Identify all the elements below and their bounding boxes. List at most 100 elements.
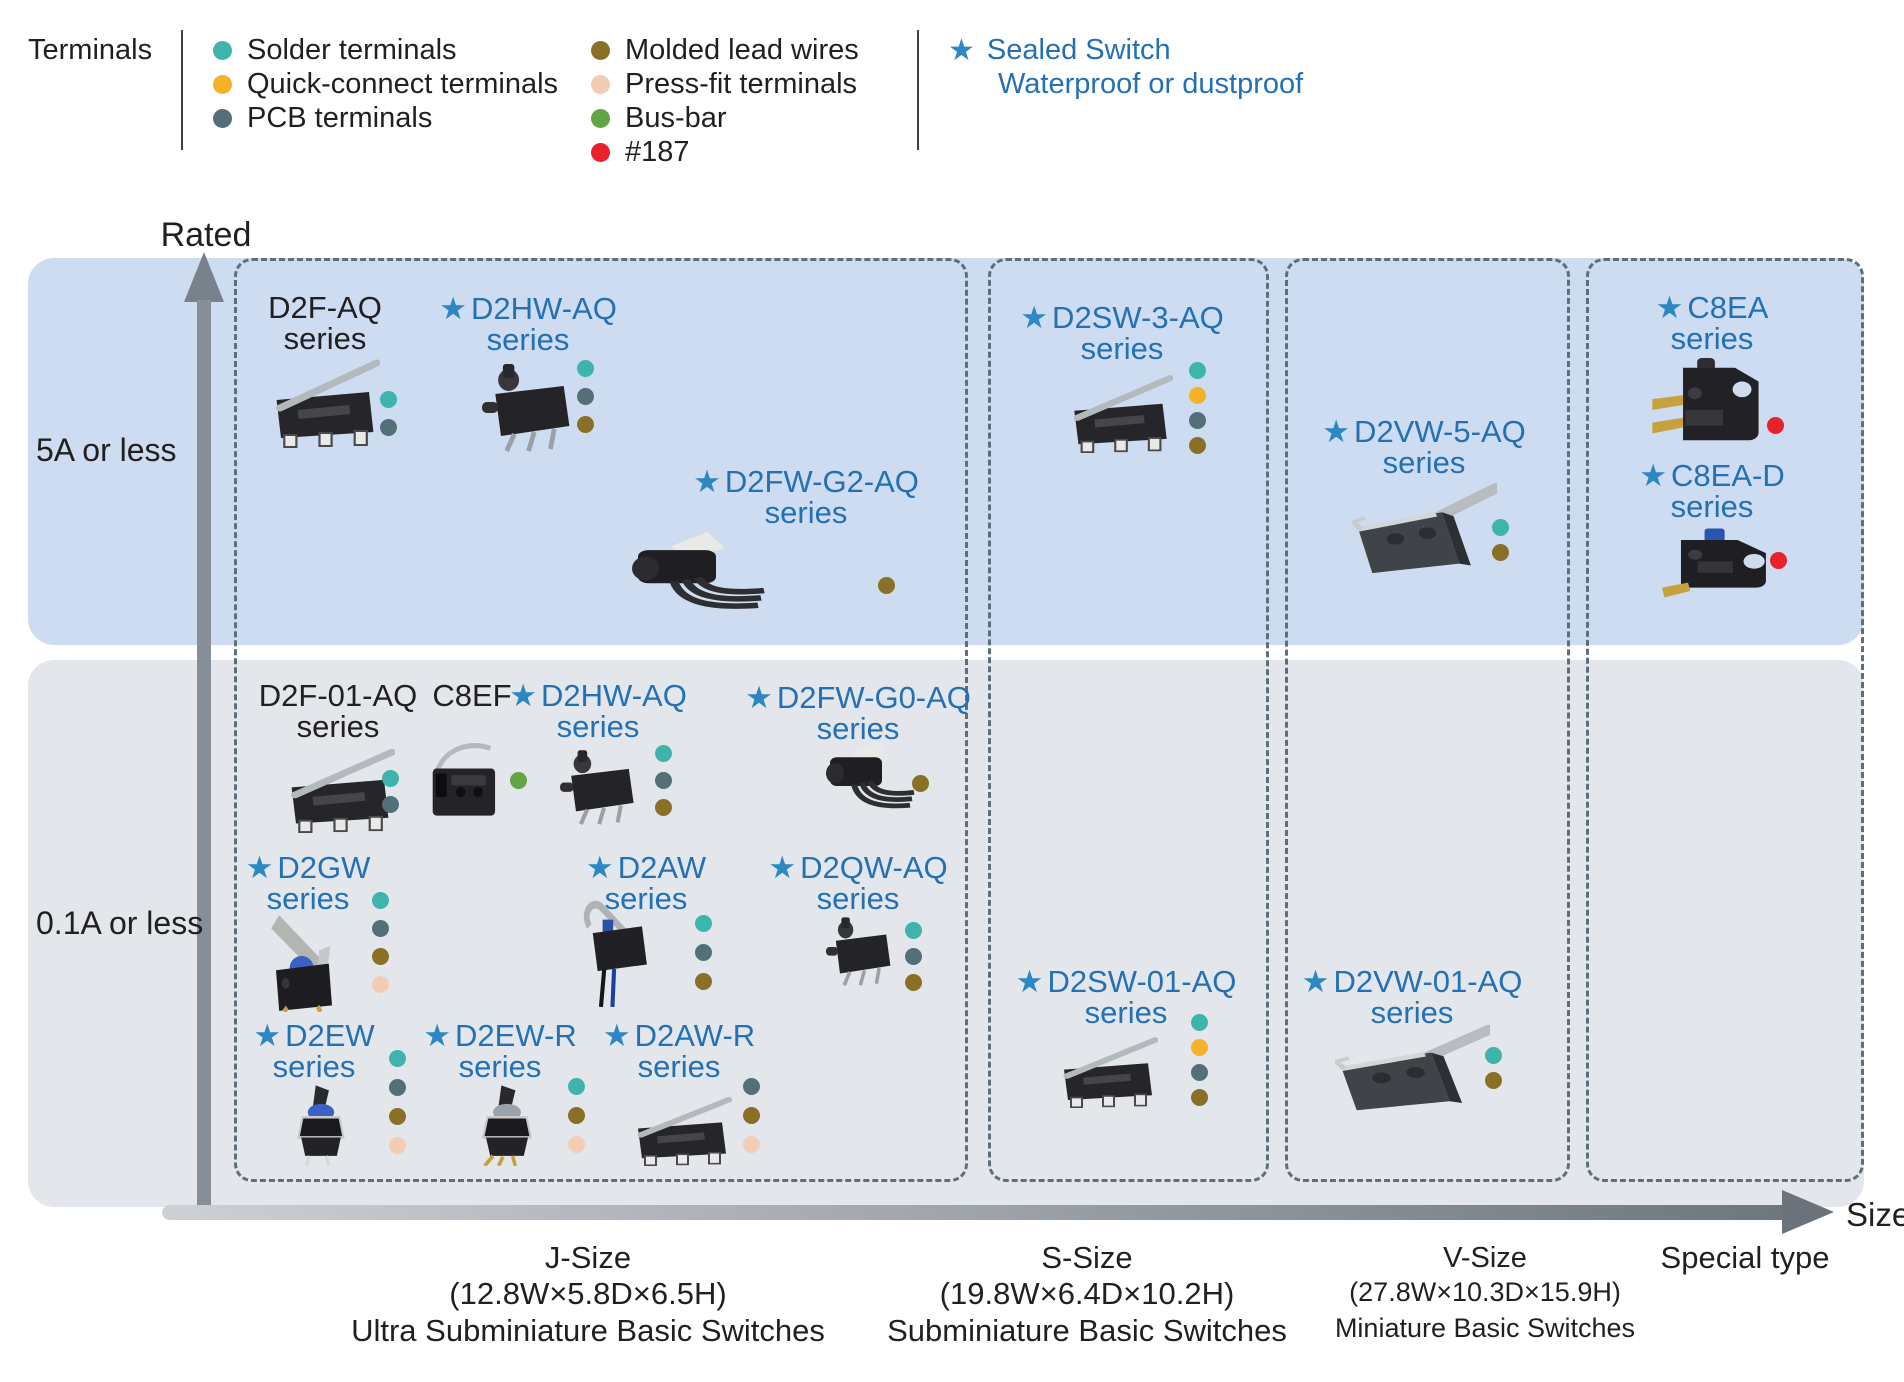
legend-title: Terminals (28, 34, 153, 66)
product-label-d2aw-r: ★D2AW-R (603, 1018, 756, 1053)
footer-s-name: S-Size (1041, 1240, 1133, 1275)
terminal-dot-pcb (576, 387, 594, 405)
terminal-dot-molded (877, 576, 895, 594)
terminal-dot-molded (1491, 543, 1509, 561)
legend-item-press-fit: Press-fit terminals (591, 67, 859, 101)
product-name: D2SW-3-AQ (1052, 300, 1224, 335)
terminal-dot-solder (1484, 1046, 1502, 1064)
terminal-dot-solder (1188, 361, 1206, 379)
product-series-d2vw-5-aq: series (1382, 445, 1466, 480)
product-name: D2EW-R (455, 1018, 577, 1053)
product-series-d2sw-01-aq: series (1084, 995, 1168, 1030)
terminal-dot-molded (371, 947, 389, 965)
product-label-c8ea-d: ★C8EA-D (1639, 458, 1785, 493)
product-series-d2f-aq: series (283, 321, 367, 356)
footer-v-dims: (27.8W×10.3D×15.9H) (1349, 1277, 1621, 1307)
legend-sealed-switch: ★ Sealed Switch Waterproof or dustproof (948, 33, 1303, 101)
product-name: D2F-AQ (268, 290, 382, 325)
terminal-dot-pressfit (567, 1135, 585, 1153)
product-name: D2F-01-AQ (258, 678, 418, 713)
product-label-d2hw-aq: ★D2HW-AQ (439, 291, 617, 326)
product-name: C8EF (432, 678, 512, 713)
product-label-d2fw-g0-aq: ★D2FW-G0-AQ (745, 680, 971, 715)
sealed-star-icon: ★ (253, 1018, 282, 1053)
terminal-dot-quick (1190, 1038, 1208, 1056)
legend-item-label: Quick-connect terminals (247, 67, 559, 100)
waterproof-label: Waterproof or dustproof (998, 67, 1304, 100)
switch-image-d2fw-g0-aq (818, 738, 918, 823)
product-name: D2VW-5-AQ (1354, 414, 1526, 449)
terminal-dot-pcb (694, 943, 712, 961)
terminal-dot-molded (694, 972, 712, 990)
terminal-dot-solder (567, 1077, 585, 1095)
product-name: D2AW-R (634, 1018, 756, 1053)
molded-lead-wires-dot-icon (591, 40, 610, 60)
product-name: D2EW (285, 1018, 375, 1053)
legend-item-label: #187 (625, 135, 690, 168)
band-5a (28, 258, 1864, 645)
terminal-dot-pcb (742, 1077, 760, 1095)
press-fit-terminal-dot-icon (591, 74, 610, 94)
sealed-star-icon: ★ (1020, 300, 1049, 335)
product-name: C8EA-D (1671, 458, 1785, 493)
terminal-dot-solder (371, 891, 389, 909)
product-series-d2gw: series (266, 881, 350, 916)
terminal-dot-molded (742, 1106, 760, 1124)
sealed-star-icon: ★ (509, 678, 537, 713)
footer-v-desc: Miniature Basic Switches (1334, 1313, 1636, 1343)
terminal-dot-molded (1188, 436, 1206, 454)
legend-item-solder: Solder terminals (213, 33, 558, 67)
switch-image-d2fw-g2-aq (620, 528, 770, 625)
product-name: D2HW-AQ (470, 291, 617, 326)
column-box-s-size (988, 258, 1269, 1182)
sealed-star-icon: ★ (585, 850, 614, 885)
legend-item-label: PCB terminals (247, 101, 433, 134)
sealed-star-icon: ★ (439, 291, 467, 326)
product-name: D2FW-G2-AQ (724, 464, 919, 499)
terminal-dot-solder (654, 744, 672, 762)
product-name: D2GW (277, 850, 371, 885)
sealed-star-icon: ★ (1322, 414, 1351, 449)
quick-connect-terminal-dot-icon (213, 74, 232, 94)
terminal-dot-molded (388, 1107, 406, 1125)
terminal-dot-molded (1484, 1071, 1502, 1089)
terminal-dot-solder (379, 390, 397, 408)
switch-image-c8ea-d (1655, 522, 1773, 609)
terminal-dot-solder (694, 914, 712, 932)
legend-group-1: Solder terminals Quick-connect terminals… (213, 33, 558, 135)
product-label-d2ew: ★D2EW (253, 1018, 375, 1053)
terminal-dot-solder (904, 921, 922, 939)
terminal-dot-p187 (1769, 551, 1787, 569)
product-name: D2QW-AQ (800, 850, 948, 885)
product-label-d2vw-5-aq: ★D2VW-5-AQ (1322, 414, 1526, 449)
legend-item-quick-connect: Quick-connect terminals (213, 67, 558, 101)
product-name: C8EA (1687, 290, 1769, 325)
product-series-d2sw-3-aq: series (1080, 331, 1164, 366)
product-label-d2hw-aq: ★D2HW-AQ (509, 678, 687, 713)
terminal-dot-pcb (371, 919, 389, 937)
product-series-d2f-01-aq: series (296, 709, 380, 744)
terminal-dot-pcb (379, 418, 397, 436)
product-name: D2FW-G0-AQ (776, 680, 971, 715)
switch-image-c8ea (1650, 356, 1768, 459)
sealed-star-icon: ★ (1015, 964, 1044, 999)
sealed-star-icon: ★ (745, 680, 773, 715)
legend-divider (917, 30, 919, 150)
product-name: D2HW-AQ (540, 678, 687, 713)
terminal-dot-quick (1188, 386, 1206, 404)
footer-j-dims: (12.8W×5.8D×6.5H) (449, 1276, 727, 1311)
column-box-special (1586, 258, 1864, 1182)
legend-item-molded-lead-wires: Molded lead wires (591, 33, 859, 67)
product-label-d2sw-3-aq: ★D2SW-3-AQ (1020, 300, 1224, 335)
size-axis-arrow-icon (1782, 1190, 1834, 1234)
product-label-d2sw-01-aq: ★D2SW-01-AQ (1015, 964, 1237, 999)
sealed-switch-label: Sealed Switch (986, 33, 1171, 66)
product-label-c8ef: C8EF (432, 678, 512, 713)
band-01a (28, 660, 1864, 1207)
product-series-d2aw: series (604, 881, 688, 916)
switch-image-d2vw-5-aq (1349, 480, 1505, 580)
sealed-star-icon: ★ (948, 33, 975, 67)
product-series-d2ew: series (272, 1049, 356, 1084)
product-series-d2hw-aq: series (486, 322, 570, 357)
